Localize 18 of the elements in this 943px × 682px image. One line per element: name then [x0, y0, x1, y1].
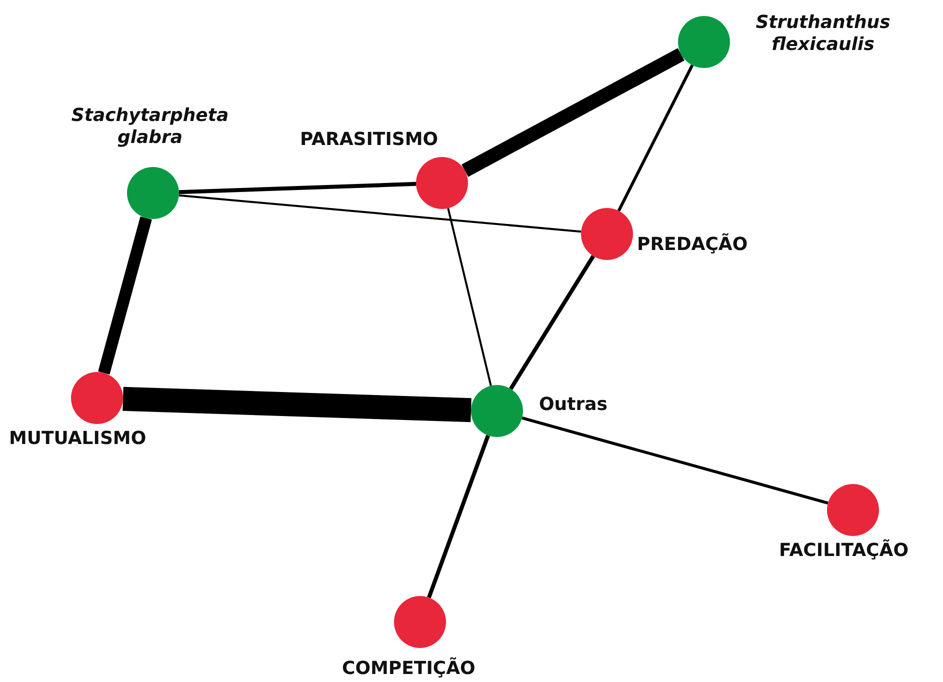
link-line — [522, 416, 828, 504]
node-label: PARASITISMO — [300, 129, 438, 151]
thick-link-line — [462, 48, 684, 177]
thick-link-line — [122, 386, 472, 422]
link-line — [178, 182, 416, 194]
link-line — [447, 208, 492, 386]
node-label: COMPETIÇÃO — [342, 658, 476, 680]
link-line — [617, 64, 694, 212]
link-line — [178, 194, 582, 233]
thick-link-line — [98, 216, 152, 374]
node-label: Stachytarpheta glabra — [70, 105, 230, 148]
link-line — [509, 255, 595, 390]
node-label: Struthanthus flexicaulis — [754, 12, 892, 56]
link-line — [427, 434, 490, 598]
node-label: FACILITAÇÃO — [779, 540, 908, 562]
node-label: PREDAÇÃO — [637, 234, 748, 256]
node-label: Outras — [539, 394, 608, 416]
node-label: MUTUALISMO — [9, 428, 146, 450]
